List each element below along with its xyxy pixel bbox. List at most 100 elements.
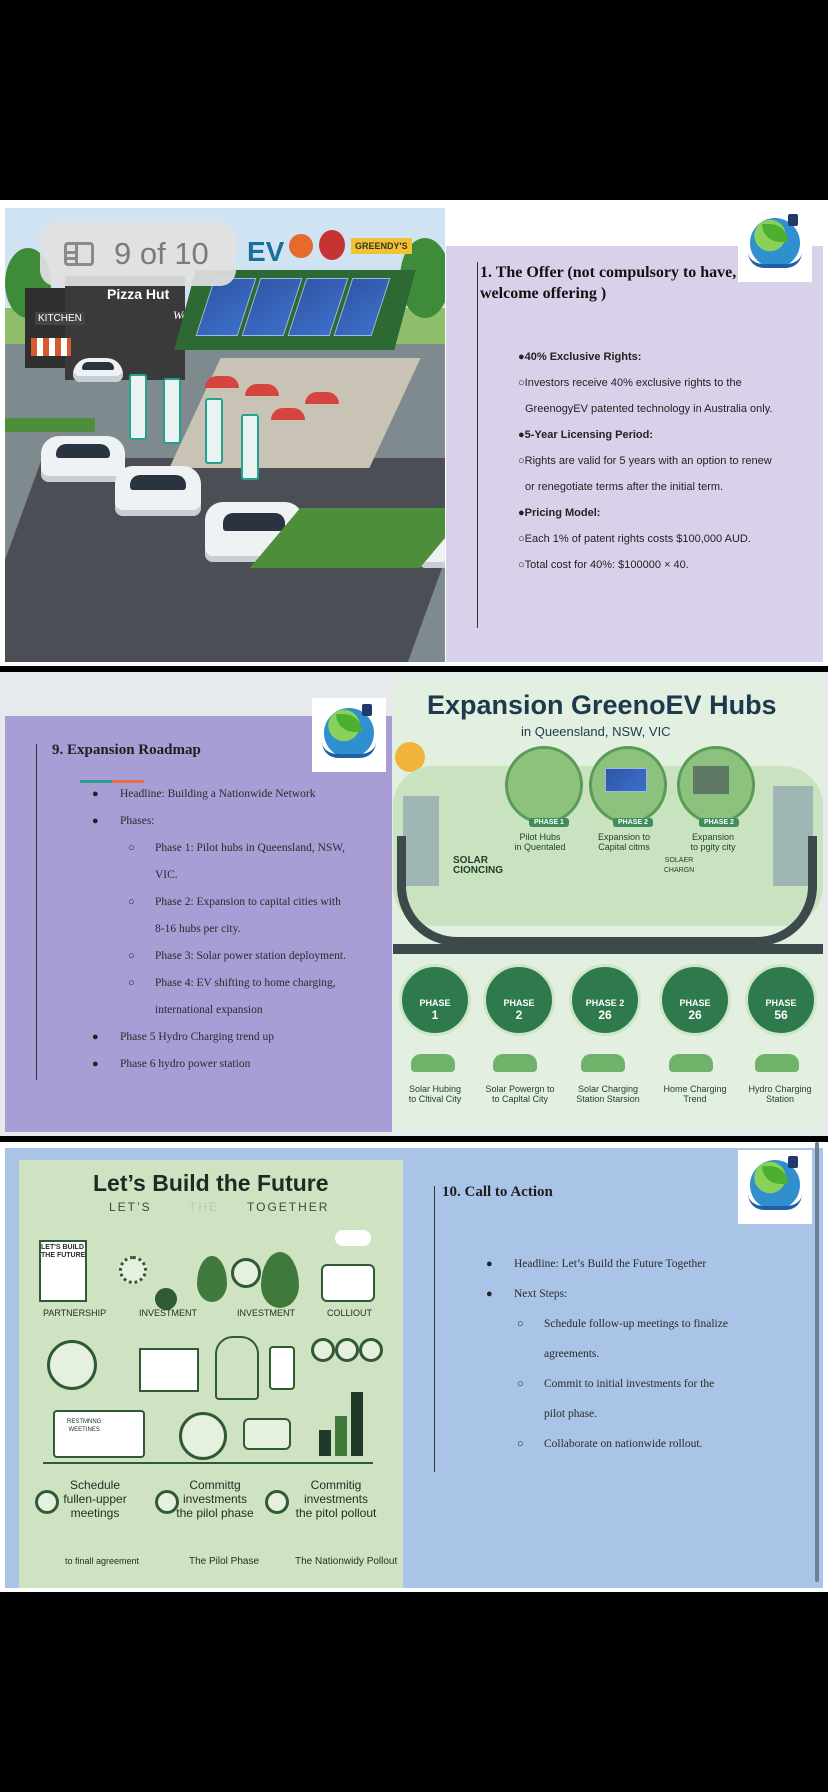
plug-icon: [362, 704, 372, 716]
top-caption-1: Pilot Hubs in Quentaled: [514, 832, 566, 852]
truck-label: RESTMNNG WEETINES: [67, 1419, 102, 1433]
phase-3-line-1: Phase 3: Solar power station deployment.: [155, 950, 346, 962]
slide-expansion-roadmap: 9. Expansion Roadmap ● Headline: Buildin…: [0, 672, 828, 1136]
page-counter-label: 9 of 10: [114, 236, 209, 271]
offer-item-2: GreenogyEV patented technology in Austra…: [525, 403, 773, 415]
mid-label-charging: SOLAER CHARGN: [663, 857, 695, 874]
people-icon: [215, 1336, 259, 1400]
plug-icon: [788, 1156, 798, 1168]
heart-icon: [179, 1412, 227, 1460]
cta-step-1-line-1: Schedule follow-up meetings to finalize: [544, 1318, 728, 1330]
top-phase-2: PHASE 2: [613, 818, 653, 827]
cta-step-2-line-2: pilot phase.: [544, 1408, 598, 1420]
phone-icon: [269, 1346, 295, 1390]
phase-2-line-2: 8-16 hubs per city.: [155, 923, 241, 935]
infographic-title: Expansion GreenoEV Hubs: [427, 690, 777, 720]
cta-step-3-line-1: Collaborate on nationwide rollout.: [544, 1438, 703, 1450]
greenogy-logo: [738, 1150, 812, 1224]
circle-1-a: PHASE: [419, 998, 451, 1008]
circle-5-a: PHASE: [765, 998, 797, 1008]
future-subtitle-left: LET’S: [109, 1200, 152, 1214]
handshake-icon: [243, 1418, 291, 1450]
offer-title: 1. The Offer (not compulsory to have, we…: [480, 264, 737, 302]
roadmap-phases-label: Phases:: [120, 815, 155, 827]
slide-offer: Pizza Hut Wendy's KITCHEN EV GREENDY'S: [0, 200, 828, 666]
circle-2-b: 2: [515, 1008, 523, 1022]
top-phase-1: PHASE 1: [529, 818, 569, 827]
divider-line: [434, 1186, 435, 1472]
top-caption-3: Expansion to pgity city: [690, 832, 736, 852]
title-accent: [80, 780, 144, 783]
offer-item-5: or renegotiate terms after the initial t…: [525, 481, 724, 493]
cta-bullet-headline: Headline: Let’s Build the Future Togethe…: [514, 1258, 707, 1270]
cta-step-2-line-1: Commit to initial investments for the: [544, 1378, 715, 1390]
bottom-caption-3: Solar Charging Station Starsion: [576, 1084, 640, 1104]
offer-item-7: ○Each 1% of patent rights costs $100,000…: [518, 533, 751, 545]
document-icon: [39, 1240, 87, 1302]
circle-3-a: PHASE 2: [585, 998, 625, 1008]
roadmap-panel: [5, 716, 392, 1132]
house-icon: [139, 1348, 199, 1392]
cta-bullet-next-steps: Next Steps:: [514, 1288, 568, 1300]
phase-1-line-1: Phase 1: Pilot hubs in Queensland, NSW,: [155, 842, 345, 854]
offer-item-8: ○Total cost for 40%: $100000 × 40.: [518, 559, 689, 571]
label-collout: COLLIOUT: [327, 1308, 373, 1318]
expansion-infographic: Expansion GreenoEV Hubs in Queensland, N…: [393, 676, 823, 1132]
page-counter[interactable]: 9 of 10: [40, 222, 236, 286]
circle-4-a: PHASE: [679, 998, 711, 1008]
leaf-icon: [762, 224, 788, 242]
future-infographic: Let’s Build the Future LET’S THE TOGETHE…: [19, 1160, 403, 1588]
footer-1: to finall agreement: [65, 1556, 140, 1566]
greendys-sign: GREENDY'S: [351, 238, 412, 254]
globe-icon: [47, 1340, 97, 1390]
pizza-hut-sign: Pizza Hut: [107, 286, 170, 302]
truck-icon: [53, 1410, 145, 1458]
road-path: [397, 836, 817, 946]
bottom-caption-4: Home Charging Trend: [663, 1084, 727, 1104]
phase-4-line-1: Phase 4: EV shifting to home charging,: [155, 977, 336, 989]
future-title: Let’s Build the Future: [93, 1170, 329, 1196]
coin-icon: [231, 1258, 261, 1288]
caption-1: Schedule fullen-upper meetings: [63, 1478, 127, 1520]
label-investment-1: INVESTMENT: [139, 1308, 198, 1318]
bottom-caption-1: Solar Hubing to Cltival City: [408, 1084, 462, 1104]
cta-step-1-line-2: agreements.: [544, 1348, 600, 1360]
label-partnership: PARTNERSHIP: [43, 1308, 107, 1318]
roadmap-headline: Headline: Building a Nationwide Network: [120, 788, 316, 800]
future-subtitle-mid: THE: [189, 1200, 219, 1214]
bottom-caption-5: Hydro Charging Station: [748, 1084, 812, 1104]
offer-item-3: ●5-Year Licensing Period:: [518, 429, 654, 441]
divider-line: [36, 744, 37, 1080]
phase-6: Phase 6 hydro power station: [120, 1058, 251, 1070]
caption-3: Commitig investments the pitol pollout: [295, 1478, 377, 1520]
phase-2-line-1: Phase 2: Expansion to capital cities wit…: [155, 896, 341, 908]
circle-3-b: 26: [598, 1008, 612, 1022]
plug-icon: [788, 214, 798, 226]
handshake-icon: [321, 1264, 375, 1302]
circle-2-a: PHASE: [503, 998, 535, 1008]
circle-1-b: 1: [431, 1008, 439, 1022]
slide-call-to-action: Let’s Build the Future LET’S THE TOGETHE…: [0, 1142, 828, 1592]
target-icon: [155, 1288, 177, 1310]
phase-4-line-2: international expansion: [155, 1004, 263, 1016]
roadmap-title: 9. Expansion Roadmap: [52, 742, 201, 758]
kitchen-sign: KITCHEN: [35, 312, 85, 325]
greenogy-logo: [312, 698, 386, 772]
caption-2: Committg investments the pilol phase: [176, 1478, 254, 1520]
footer-2: The Pilol Phase: [189, 1556, 260, 1567]
sidebar-icon: [64, 242, 94, 266]
future-subtitle-right: TOGETHER: [247, 1200, 330, 1214]
leaf-icon: [197, 1256, 227, 1302]
top-caption-2: Expansion to Capital citms: [597, 832, 651, 852]
phase-5: Phase 5 Hydro Charging trend up: [120, 1031, 275, 1043]
scroll-indicator[interactable]: [815, 1142, 819, 1582]
offer-item-4: ○Rights are valid for 5 years with an op…: [518, 455, 772, 467]
doc-label: LET'S BUILD THE FUTURE: [41, 1244, 86, 1259]
label-investment-2: INVESTMENT: [237, 1308, 296, 1318]
offer-item-6: ●Pricing Model:: [518, 507, 601, 519]
ev-sign: EV: [247, 236, 285, 267]
bottom-caption-2: Solar Powergn to to Capltal City: [485, 1084, 555, 1104]
leaf-icon: [336, 714, 362, 732]
footer-3: The Nationwidy Pollout: [295, 1556, 398, 1567]
mid-label-solar: SOLAR CIONCING: [453, 855, 503, 876]
